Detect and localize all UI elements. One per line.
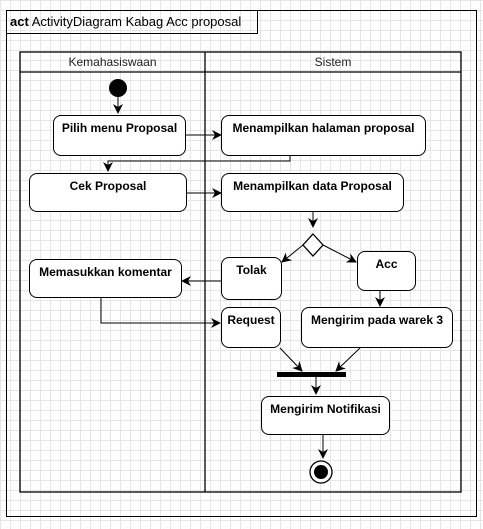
action-pilih-menu-proposal: Pilih menu Proposal xyxy=(53,115,186,156)
flow-warek-to-join xyxy=(335,347,361,372)
action-tolak: Tolak xyxy=(221,257,282,300)
action-cek-proposal: Cek Proposal xyxy=(29,173,187,212)
final-node-inner xyxy=(314,465,328,479)
flow-request-to-join xyxy=(279,347,303,372)
frame-title: ActivityDiagram Kabag Acc proposal xyxy=(31,14,242,29)
initial-node xyxy=(109,79,127,97)
action-mengirim-notifikasi: Mengirim Notifikasi xyxy=(261,396,390,435)
flow-halaman-to-cek xyxy=(103,156,291,172)
action-memasukkan-komentar: Memasukkan komentar xyxy=(29,259,182,298)
action-menampilkan-halaman-proposal: Menampilkan halaman proposal xyxy=(221,115,426,156)
action-request: Request xyxy=(221,307,281,348)
lane-header-sistem: Sistem xyxy=(314,55,352,69)
frame-keyword: act xyxy=(10,14,29,29)
action-acc: Acc xyxy=(357,251,416,291)
swimlane-pool xyxy=(19,51,462,493)
action-menampilkan-data-proposal: Menampilkan data Proposal xyxy=(221,173,404,212)
frame-title-tab: act ActivityDiagram Kabag Acc proposal xyxy=(6,10,258,34)
decision-node xyxy=(302,233,324,257)
flow-decision-to-tolak xyxy=(281,244,304,263)
flow-komentar-to-request xyxy=(100,298,221,328)
diagram-frame xyxy=(6,10,477,517)
flow-decision-to-acc xyxy=(322,244,357,263)
join-bar xyxy=(277,372,346,377)
action-mengirim-pada-warek-3: Mengirim pada warek 3 xyxy=(301,307,453,348)
lane-header-kemahasiswaan: Kemahasiswaan xyxy=(68,55,157,69)
